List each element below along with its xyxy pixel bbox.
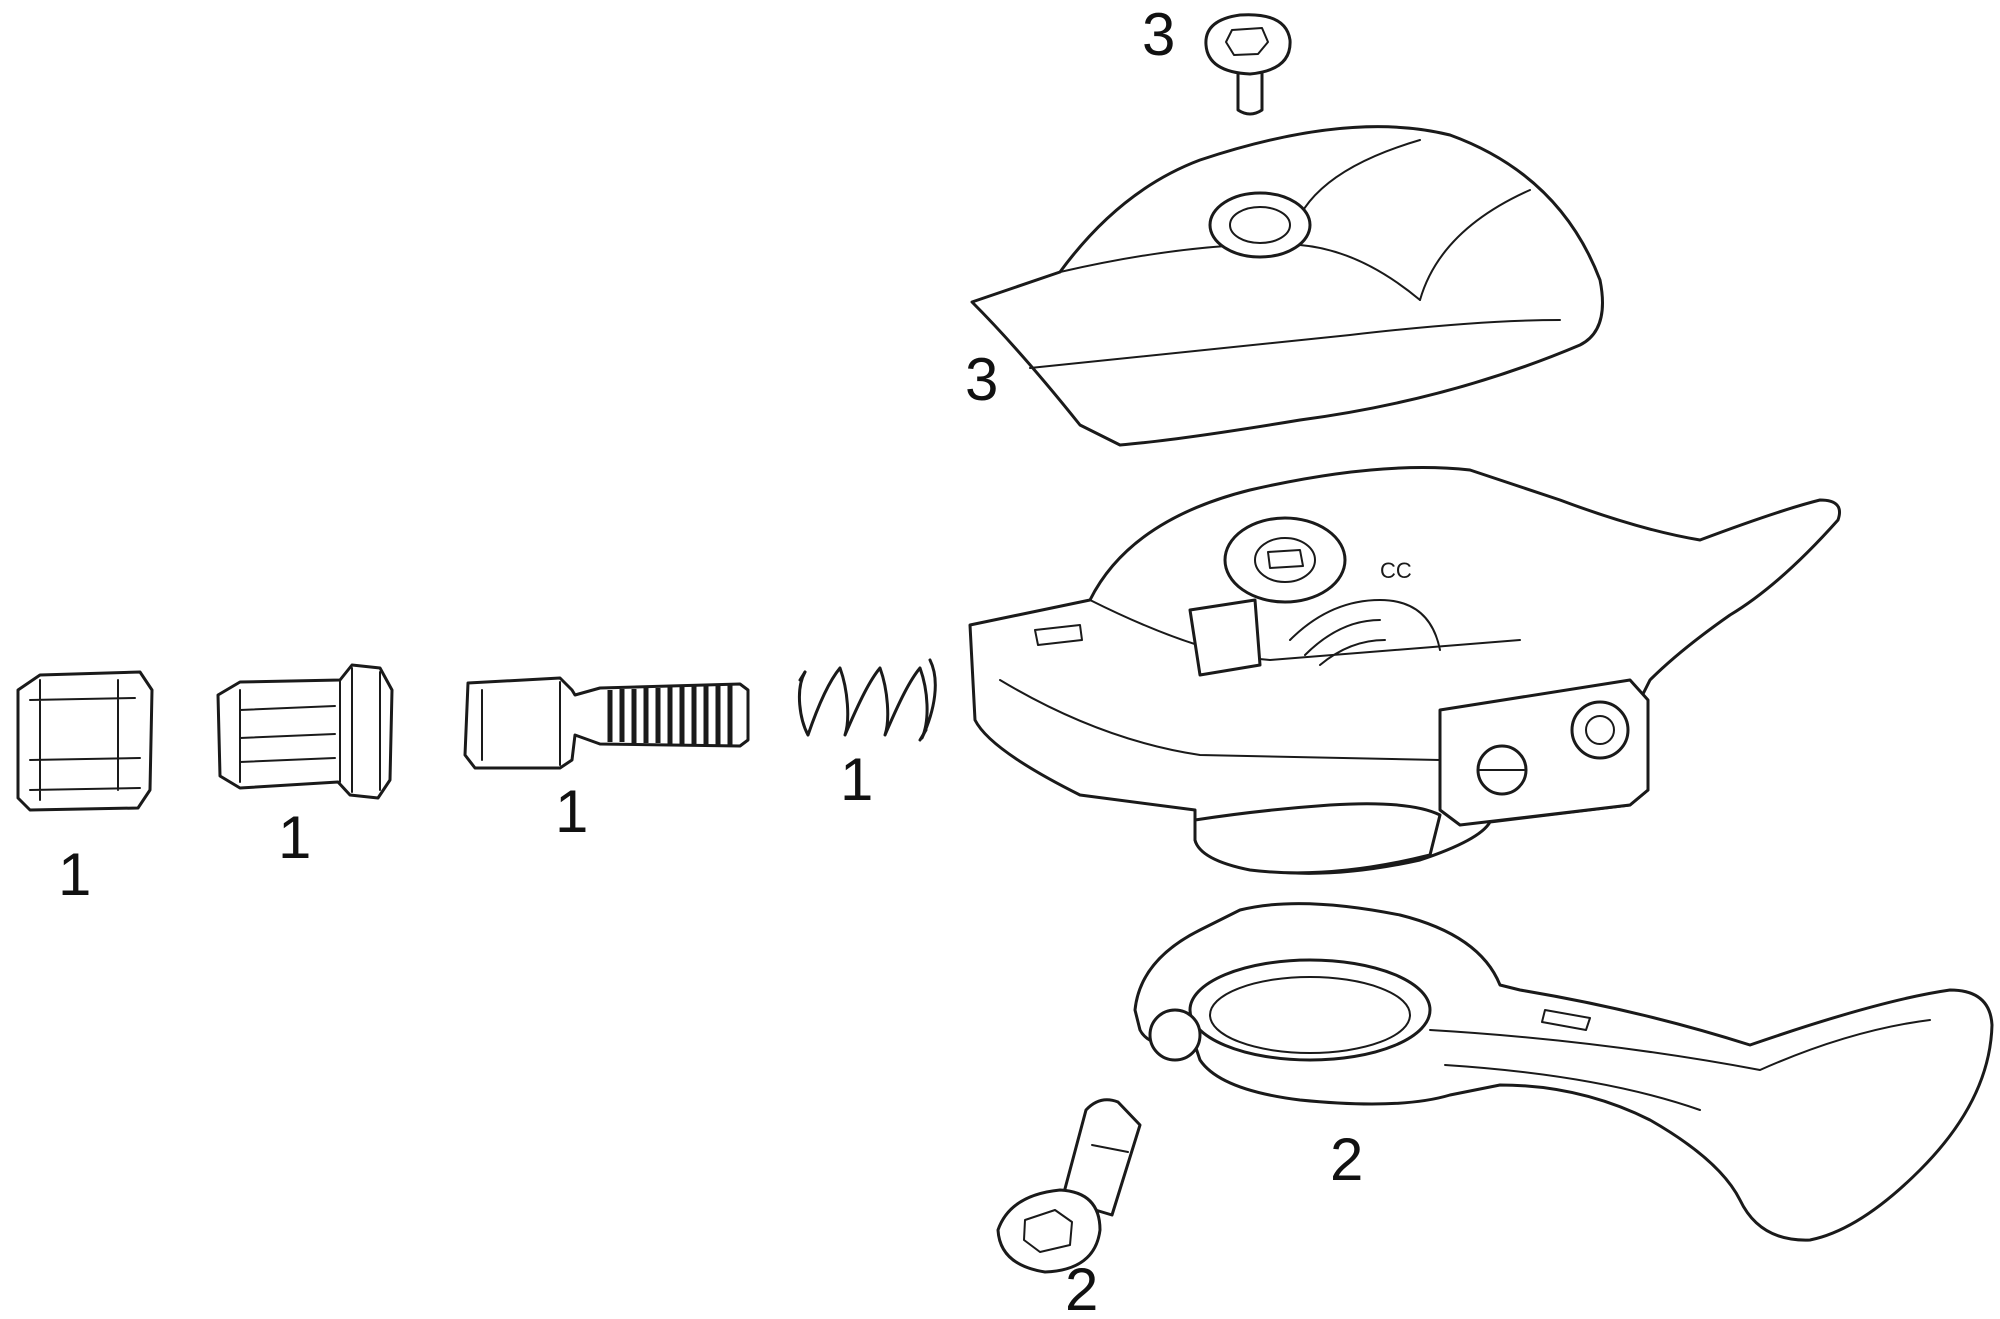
shifter-body: CC: [968, 466, 1841, 875]
return-spring: [798, 658, 937, 742]
callout-cover-screw: 3: [1142, 1, 1175, 68]
callout-top-cover: 3: [965, 346, 998, 413]
top-cover: [970, 125, 1604, 447]
callout-barrel-sleeve: 1: [278, 804, 311, 871]
clamp-bolt: [996, 1098, 1142, 1274]
callout-adjuster-bolt: 1: [555, 778, 588, 845]
callout-shift-lever: 2: [1330, 1126, 1363, 1193]
callout-return-spring: 1: [840, 746, 873, 813]
cable-end-cap: [16, 670, 154, 812]
shift-lever: [1133, 902, 1994, 1242]
callout-cable-end-cap: 1: [58, 841, 91, 908]
callout-clamp-bolt: 2: [1065, 1256, 1098, 1319]
adjuster-bolt: [463, 676, 750, 770]
cover-screw: [1204, 13, 1292, 116]
barrel-sleeve: [216, 663, 394, 800]
bolt-thread: [607, 685, 733, 745]
shifter-marking: CC: [1380, 558, 1412, 583]
